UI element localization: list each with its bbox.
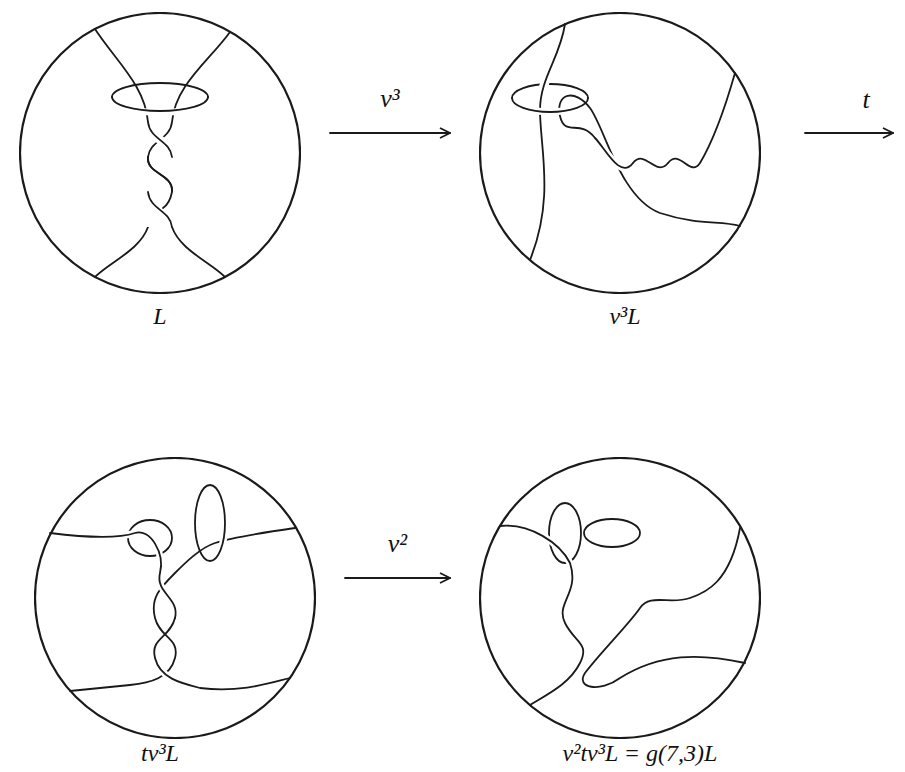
tangle-caption: L [153,303,166,329]
edge-label: v³ [377,85,402,114]
ball-outline [479,457,761,739]
tangle-ball: v²tv³L = g(7,3)L [480,458,760,738]
tangle-ball: L [20,13,300,293]
tangle-L [95,29,230,277]
edge-label: v² [385,530,410,559]
ball-outline [479,12,761,294]
operation-label: t [859,86,872,115]
ball-outline [19,12,301,294]
ball-circle [35,458,315,738]
tangle-tv3L [50,485,295,691]
tangle-caption: v³L [609,303,640,329]
tangle-ball: tv³L [35,458,315,738]
tangle-v2tv3L [500,503,745,705]
ball-circle [20,13,300,293]
ball-outline [34,457,316,739]
operation-arrow [345,577,450,579]
ball-circle [480,458,760,738]
map-arrow [805,132,893,134]
tangle-ball: v³L [480,13,760,293]
tangle-caption: tv³L [141,740,179,766]
ball-circle [480,13,760,293]
tangle-v3L [512,24,740,260]
operation-arrow [330,132,450,134]
tangle-caption: v²tv³L = g(7,3)L [563,740,718,766]
